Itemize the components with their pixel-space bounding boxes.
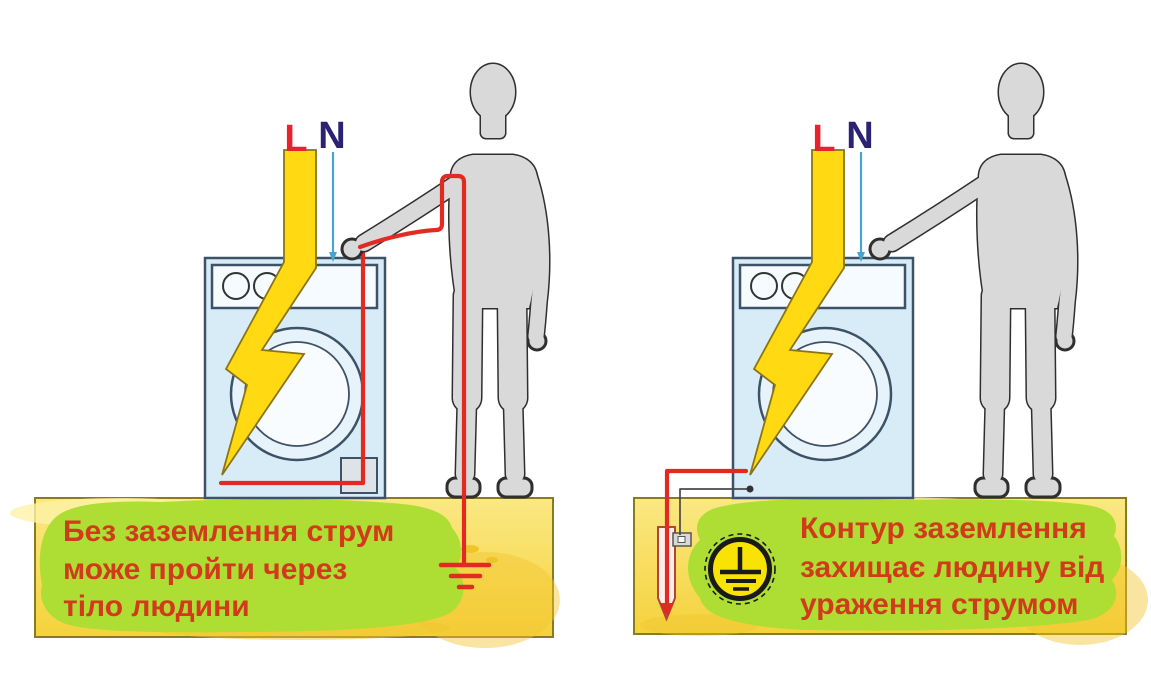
machine-knob <box>750 272 778 300</box>
fault-wire-right-to-ground <box>660 468 749 617</box>
caption-line: тіло людини <box>63 590 250 623</box>
current-arrow-icon <box>660 603 674 617</box>
badge-dashed-ring <box>704 533 776 605</box>
arrow-down-icon <box>329 252 337 262</box>
neutral-label-left: N <box>318 115 345 157</box>
caption-text-left: Без заземлення струм може пройти через т… <box>63 515 394 623</box>
grounding-badge-icon <box>704 533 776 605</box>
neutral-bond-wire-right <box>679 485 754 535</box>
caption-highlight-blob-right <box>688 498 1122 631</box>
machine-terminal-box <box>340 457 378 494</box>
fault-wire-left-machine <box>218 249 366 486</box>
caption-line: Контур заземлення <box>800 512 1087 545</box>
arrow-down-icon <box>857 252 865 262</box>
machine-knob <box>222 272 250 300</box>
caption-line: Без заземлення струм <box>63 515 394 548</box>
caption-text-right: Контур заземлення захищає людину від ура… <box>800 512 1104 621</box>
live-label-right: L <box>812 118 835 160</box>
rod-clamp-hole <box>677 536 686 543</box>
neutral-line-right <box>857 152 865 262</box>
current-path-through-body <box>357 173 492 590</box>
neutral-label-right: N <box>846 115 873 157</box>
neutral-line-left <box>329 152 337 262</box>
caption-highlight-blob-left <box>39 499 464 633</box>
caption-line: захищає людину від <box>800 551 1104 584</box>
caption-line: ураження струмом <box>800 588 1078 621</box>
live-label-left: L <box>284 118 307 160</box>
connection-dot <box>746 485 754 493</box>
earth-symbol <box>720 547 761 591</box>
caption-line: може пройти через <box>63 553 347 586</box>
soil-speckle <box>486 557 498 563</box>
earth-ground-symbol-left <box>438 562 492 590</box>
